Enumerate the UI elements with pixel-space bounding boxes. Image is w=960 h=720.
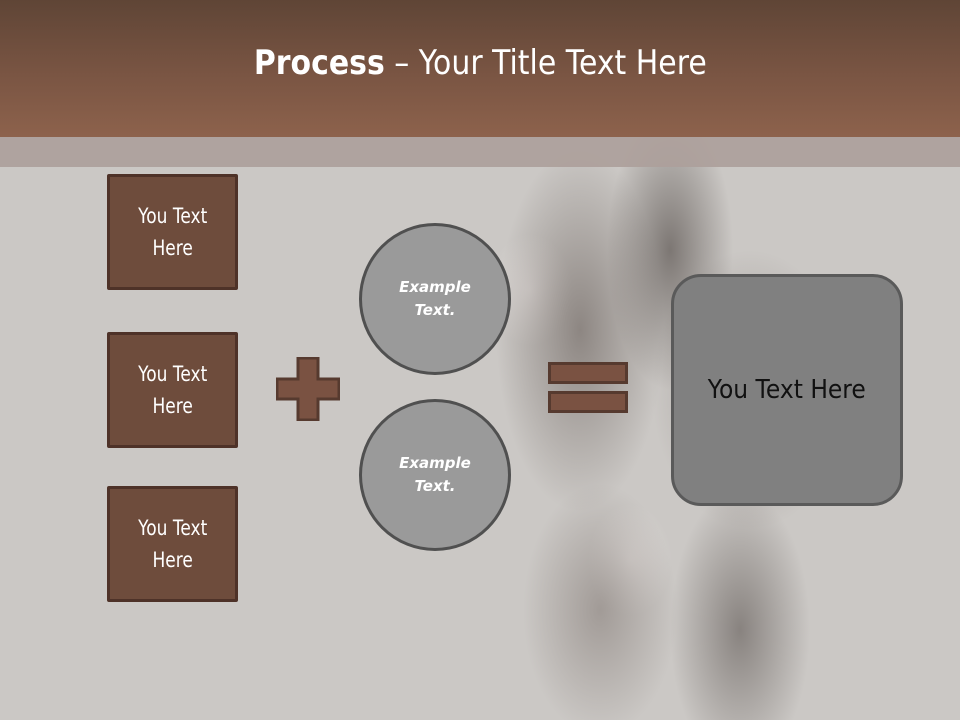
text-box-1-line2: Here [152,236,193,260]
equals-bar-bottom [548,391,628,413]
text-box-2-line1: You Text [137,362,208,386]
equals-bar-top [548,362,628,384]
text-box-2[interactable]: You Text Here [107,332,238,448]
example-circle-1[interactable]: Example Text. [359,223,511,375]
example-circle-1-line2: Text. [414,301,456,319]
text-box-3-line2: Here [152,548,193,572]
header-band [0,137,960,167]
title-bar: Process – Your Title Text Here [0,0,960,137]
text-box-2-line2: Here [152,394,193,418]
title-rest: – Your Title Text Here [384,42,707,83]
result-box[interactable]: You Text Here [671,274,903,506]
result-label: You Text Here [707,375,867,405]
plus-icon[interactable] [276,357,340,421]
example-circle-2-line2: Text. [414,477,456,495]
title-bold: Process [253,42,385,83]
text-box-3[interactable]: You Text Here [107,486,238,602]
text-box-3-line1: You Text [137,516,208,540]
example-circle-2[interactable]: Example Text. [359,399,511,551]
example-circle-1-line1: Example [399,278,471,296]
slide-title[interactable]: Process – Your Title Text Here [254,43,707,83]
text-box-1-line1: You Text [137,204,208,228]
text-box-1[interactable]: You Text Here [107,174,238,290]
example-circle-2-line1: Example [399,454,471,472]
